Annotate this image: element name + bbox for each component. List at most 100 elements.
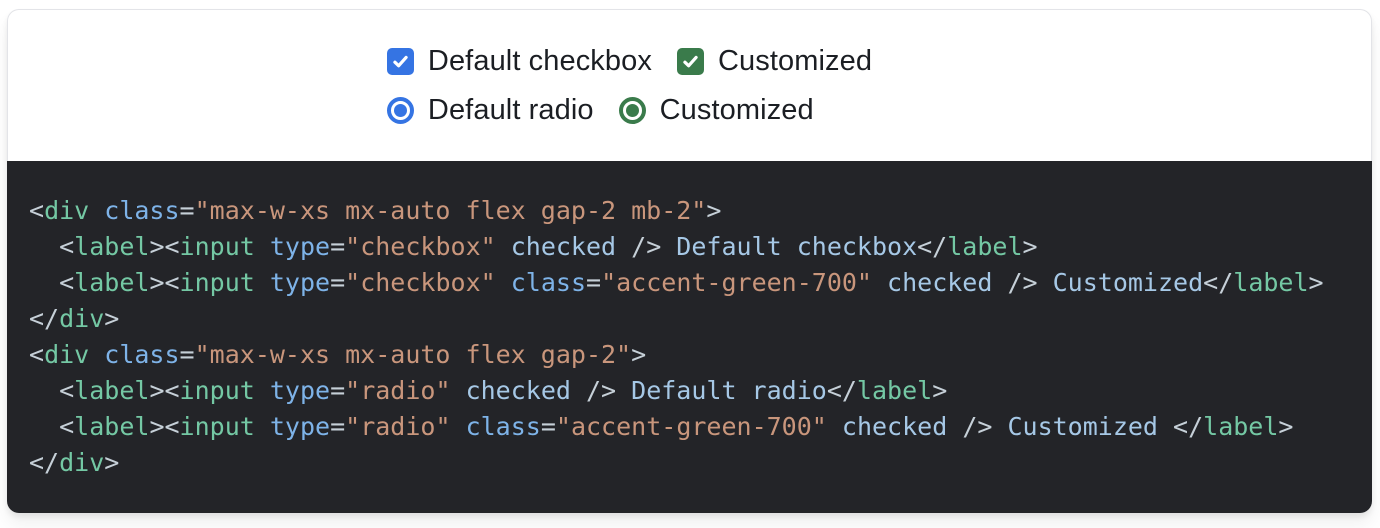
code-token-punct: </ [1173,412,1204,441]
code-token-text [255,376,270,405]
code-token-punct: < [59,412,75,441]
default-radio-label[interactable]: Default radio [386,94,594,127]
code-token-punct: </ [1203,268,1234,297]
code-token-tag: input [179,412,255,441]
code-token-text: Default radio [616,376,827,405]
code-token-string: "radio" [345,376,451,405]
code-token-punct: = [330,232,346,261]
code-token-punct: /> [1007,268,1038,297]
code-block: <div class="max-w-xs mx-auto flex gap-2 … [7,161,1372,513]
code-token-punct: /> [585,376,617,405]
code-token-tag: div [59,304,105,333]
code-token-string: "radio" [345,412,451,441]
code-token-text [29,232,59,261]
code-token-punct: = [330,376,346,405]
code-token-text: checked [826,412,963,441]
radio-dot [625,104,639,117]
code-token-text: Customized [992,412,1174,441]
code-token-text: checked [872,268,1008,297]
code-token-string: "accent-green-700" [555,412,827,441]
code-token-punct: >< [149,376,180,405]
code-token-punct: >< [149,412,180,441]
code-token-attr: type [269,268,331,297]
code-token-punct: </ [917,232,948,261]
code-token-text [29,412,59,441]
code-token-tag: label [74,376,150,405]
code-token-punct: </ [826,376,857,405]
code-token-punct: >< [149,232,180,261]
code-token-punct: </ [29,448,60,477]
code-token-string: "checkbox" [345,268,496,297]
code-token-tag: label [74,412,150,441]
customized-checkbox-text: Customized [717,45,873,77]
code-token-punct: < [29,196,45,225]
customized-checkbox-label[interactable]: Customized [676,45,873,78]
code-token-punct: > [631,340,647,369]
code-line: <label><input type="radio" class="accent… [29,409,1348,445]
code-line: <div class="max-w-xs mx-auto flex gap-2"… [29,337,1348,373]
code-token-text: checked [495,232,632,261]
default-radio-text: Default radio [427,94,594,126]
code-line: <label><input type="radio" checked /> De… [29,373,1348,409]
code-token-tag: div [44,340,90,369]
code-token-string: "accent-green-700" [601,268,872,297]
customized-radio-text: Customized [659,94,814,126]
code-token-tag: label [74,232,150,261]
code-token-punct: = [179,340,195,369]
code-token-text [29,376,59,405]
code-token-tag: div [59,448,105,477]
code-token-text: Default checkbox [661,232,918,261]
code-token-punct: > [104,448,120,477]
code-token-text [29,268,59,297]
code-token-punct: < [59,376,75,405]
code-token-punct: /> [631,232,662,261]
code-token-attr: type [269,376,331,405]
code-token-string: "max-w-xs mx-auto flex gap-2 mb-2" [194,196,707,225]
check-icon [683,55,698,68]
code-token-text [496,268,511,297]
default-radio[interactable] [386,97,414,124]
code-token-tag: label [1203,412,1279,441]
code-line: <div class="max-w-xs mx-auto flex gap-2 … [29,193,1348,229]
customized-radio[interactable] [618,97,646,124]
radio-row: Default radio Customized [386,94,872,127]
code-token-punct: </ [29,304,60,333]
code-line: </div> [29,301,1348,337]
code-token-string: "max-w-xs mx-auto flex gap-2" [194,340,632,369]
checkbox-row: Default checkbox Customized [386,45,873,78]
check-icon [393,55,408,68]
code-token-punct: = [586,268,602,297]
code-token-punct: = [540,412,556,441]
code-token-attr: type [269,412,331,441]
code-token-text [255,232,270,261]
code-line: <label><input type="checkbox" checked />… [29,229,1348,265]
default-checkbox-label[interactable]: Default checkbox [386,45,652,78]
code-line: <label><input type="checkbox" class="acc… [29,265,1348,301]
code-token-tag: input [179,376,255,405]
code-token-punct: > [1278,412,1294,441]
code-token-punct: = [330,268,346,297]
customized-radio-label[interactable]: Customized [618,94,814,127]
code-token-punct: > [932,376,948,405]
code-token-tag: label [74,268,150,297]
code-line: </div> [29,445,1348,481]
code-token-text: checked [450,376,586,405]
code-token-text [89,196,104,225]
default-checkbox[interactable] [386,48,414,75]
code-token-punct: < [59,232,75,261]
code-token-punct: = [330,412,346,441]
code-token-attr: class [465,412,541,441]
code-token-attr: class [104,196,180,225]
code-token-tag: label [856,376,933,405]
code-token-text [451,412,466,441]
code-token-tag: input [179,232,255,261]
radio-dot [393,104,407,117]
code-token-tag: input [179,268,255,297]
code-token-tag: label [947,232,1023,261]
code-token-text [255,412,270,441]
customized-checkbox[interactable] [676,48,704,75]
default-checkbox-text: Default checkbox [427,45,652,77]
